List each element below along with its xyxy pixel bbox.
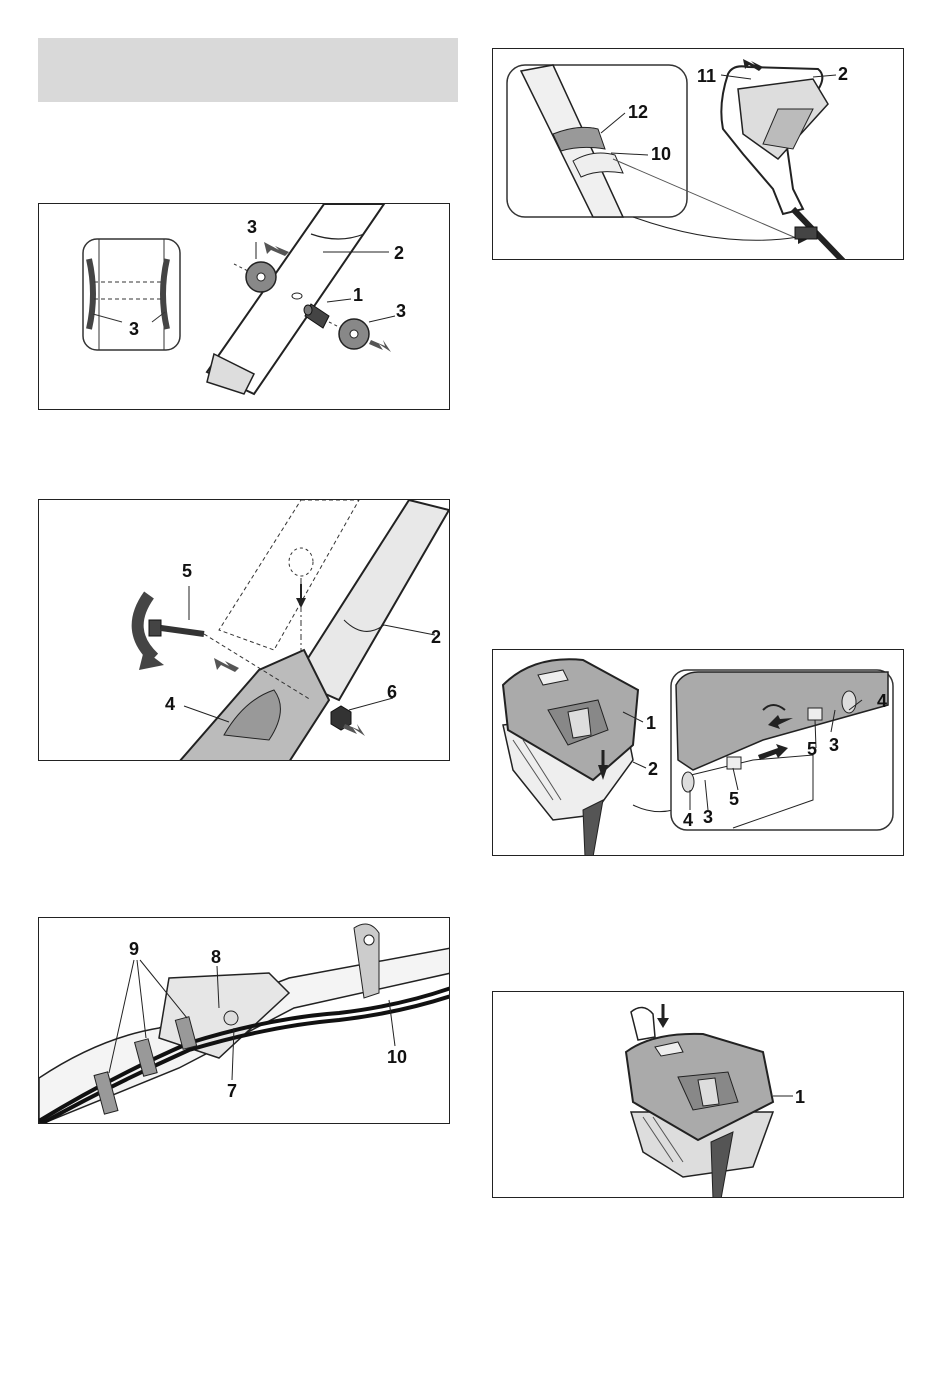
label-pin-right: 5: [807, 740, 817, 758]
label-lock-button: 11: [697, 67, 716, 85]
figure-lid-closed-drawing: [493, 992, 904, 1198]
label-hole-right: 3: [829, 736, 839, 754]
label-cable-holder: 10: [387, 1048, 407, 1066]
figure-handle-screw: 5 2 4 6: [38, 499, 450, 761]
label-cable-holder: 10: [651, 145, 671, 163]
figure-handle-screw-drawing: [39, 500, 450, 761]
figure-catcher-lid-drawing: [493, 650, 904, 856]
figure-lid-closed: 1: [492, 991, 904, 1198]
label-lid: 1: [795, 1088, 805, 1106]
label-washer-right: 3: [396, 302, 406, 320]
figure-catcher-lid: 1 2 4 3 5 5 4 3: [492, 649, 904, 856]
figure-cable-routing: 9 8 7 10: [38, 917, 450, 1124]
label-spacer: 1: [353, 286, 363, 304]
label-pivot: 7: [227, 1082, 237, 1100]
label-lid: 1: [646, 714, 656, 732]
label-cable: 8: [211, 948, 221, 966]
label-washer-top: 3: [247, 218, 257, 236]
label-nut: 6: [387, 683, 397, 701]
label-washer-inset: 3: [129, 320, 139, 338]
label-box: 2: [648, 760, 658, 778]
label-hole-left: 3: [703, 808, 713, 826]
label-screw: 5: [182, 562, 192, 580]
label-handle: 2: [838, 65, 848, 83]
label-handle: 2: [394, 244, 404, 262]
label-cable-hook: 12: [628, 103, 648, 121]
label-handle: 2: [431, 628, 441, 646]
section-header-bar: [38, 38, 458, 102]
label-bracket: 4: [165, 695, 175, 713]
figure-upper-handle: 11 2 12 10: [492, 48, 904, 260]
figure-handle-spacer: 3 3 2 1 3: [38, 203, 450, 410]
label-cable-clips: 9: [129, 940, 139, 958]
label-hinge-right: 4: [877, 692, 887, 710]
figure-cable-routing-drawing: [39, 918, 450, 1124]
label-pin-left: 5: [729, 790, 739, 808]
figure-handle-spacer-drawing: [39, 204, 450, 410]
label-hinge-left: 4: [683, 811, 693, 829]
